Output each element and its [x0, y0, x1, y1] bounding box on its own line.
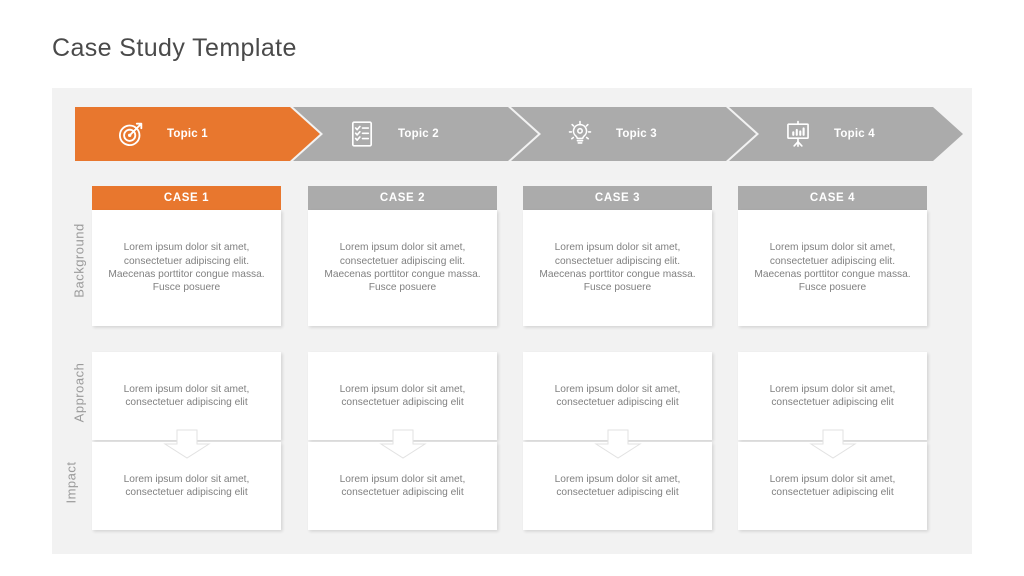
case-header-1[interactable]: CASE 1 [92, 186, 281, 210]
topic-chevron-4[interactable]: Topic 4 [729, 107, 963, 161]
slide-panel: Topic 1 Topic 2 [52, 88, 972, 554]
background-card-3[interactable]: Lorem ipsum dolor sit amet, consectetuer… [523, 210, 712, 326]
case-header-2[interactable]: CASE 2 [308, 186, 497, 210]
approach-card-2[interactable]: Lorem ipsum dolor sit amet, consectetuer… [308, 352, 497, 440]
topic-chevron-2-label: Topic 2 [398, 128, 439, 140]
checklist-icon [348, 120, 376, 148]
approach-card-3[interactable]: Lorem ipsum dolor sit amet, consectetuer… [523, 352, 712, 440]
topic-chevron-4-label: Topic 4 [834, 128, 875, 140]
topic-chevron-bar: Topic 1 Topic 2 [75, 107, 963, 161]
page-title: Case Study Template [52, 34, 297, 62]
flow-arrow-icon [594, 429, 642, 459]
background-card-1[interactable]: Lorem ipsum dolor sit amet, consectetuer… [92, 210, 281, 326]
topic-chevron-1-label: Topic 1 [167, 128, 208, 140]
presentation-chart-icon [784, 120, 812, 148]
approach-card-1[interactable]: Lorem ipsum dolor sit amet, consectetuer… [92, 352, 281, 440]
row-label-impact: Impact [63, 461, 79, 504]
topic-chevron-1[interactable]: Topic 1 [75, 107, 320, 161]
row-label-approach: Approach [71, 362, 87, 423]
flow-arrow-icon [809, 429, 857, 459]
flow-arrow-icon [379, 429, 427, 459]
topic-chevron-3[interactable]: Topic 3 [511, 107, 756, 161]
topic-chevron-2[interactable]: Topic 2 [293, 107, 538, 161]
case-header-3[interactable]: CASE 3 [523, 186, 712, 210]
background-card-2[interactable]: Lorem ipsum dolor sit amet, consectetuer… [308, 210, 497, 326]
flow-arrow-icon [163, 429, 211, 459]
lightbulb-gear-icon [566, 120, 594, 148]
target-icon [117, 120, 145, 148]
row-label-background: Background [71, 223, 87, 298]
topic-chevron-3-label: Topic 3 [616, 128, 657, 140]
background-card-4[interactable]: Lorem ipsum dolor sit amet, consectetuer… [738, 210, 927, 326]
approach-card-4[interactable]: Lorem ipsum dolor sit amet, consectetuer… [738, 352, 927, 440]
case-header-4[interactable]: CASE 4 [738, 186, 927, 210]
